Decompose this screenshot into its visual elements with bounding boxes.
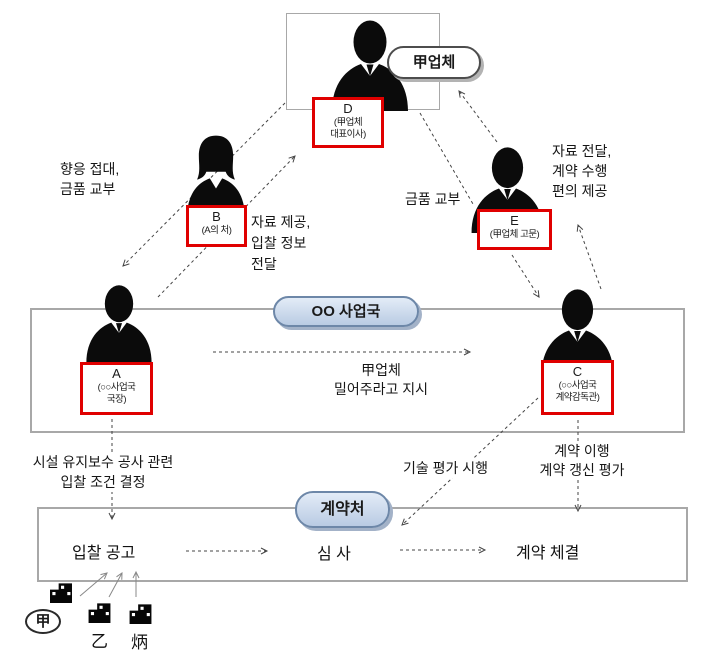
contract-dept-oval-label: 계약처 <box>320 501 365 518</box>
person-b-label-box: B (A의 처) <box>186 205 247 247</box>
step-screening: 심 사 <box>317 546 351 563</box>
arrow-bidder2-to-bid <box>108 572 123 598</box>
person-a-role-2: 국장) <box>106 393 127 405</box>
person-a-role-1: (○○사업국 <box>97 382 136 393</box>
arrow-e-to-c <box>511 254 540 298</box>
label-provide-info: 자료 제공, 입찰 정보 전달 <box>251 214 311 272</box>
bidder-byeong-label: 炳 <box>131 633 148 652</box>
contract-dept-oval: 계약처 <box>295 491 390 528</box>
bidder-eul-label: 乙 <box>91 632 108 651</box>
building-byeong-icon <box>128 602 153 624</box>
person-c-role-1: (○○사업국 <box>558 380 597 391</box>
person-c-id: C <box>572 364 583 379</box>
person-a-id: A <box>112 366 121 381</box>
person-e-role-1: (甲업체 고문) <box>489 229 540 240</box>
arrow-c-to-e <box>576 223 602 290</box>
person-d-role-1: (甲업체 <box>333 117 363 128</box>
person-b-id: B <box>212 209 221 224</box>
arrow-e-to-company <box>458 90 498 143</box>
step-bid-notice: 입찰 공고 <box>72 545 136 562</box>
person-d-role-2: 대표이사) <box>330 128 366 140</box>
bidder-gap-label: 甲 <box>25 609 61 634</box>
label-contract-eval: 계약 이행 계약 갱신 평가 <box>527 442 637 480</box>
company-oval: 甲업체 <box>387 46 481 79</box>
dept-oval-label: OO 사업국 <box>311 303 381 320</box>
person-d-id: D <box>343 101 353 116</box>
person-c-role-2: 계약감독관) <box>555 391 600 403</box>
person-a-silhouette <box>76 284 162 363</box>
person-d-label-box: D (甲업체 대표이사) <box>312 97 384 148</box>
person-a-label-box: A (○○사업국 국장) <box>80 362 153 415</box>
person-b-role-1: (A의 처) <box>201 225 232 236</box>
person-c-label-box: C (○○사업국 계약감독관) <box>541 360 614 415</box>
label-push: 甲업체 밀어주라고 지시 <box>333 362 429 397</box>
person-e-label-box: E (甲업체 고문) <box>477 209 552 250</box>
building-eul-icon <box>87 601 112 623</box>
label-deliver: 자료 전달, 계약 수행 편의 제공 <box>552 143 612 199</box>
arrow-c-to-screening <box>401 397 539 526</box>
company-oval-label: 甲업체 <box>412 54 456 71</box>
label-bid-condition: 시설 유지보수 공사 관련 입찰 조건 결정 <box>14 452 192 492</box>
label-tech-eval: 기술 평가 시행 <box>401 458 491 478</box>
dept-oval: OO 사업국 <box>273 296 419 327</box>
arrow-bidder1-to-bid <box>79 572 108 597</box>
person-e-id: E <box>510 213 519 228</box>
step-contract-signing: 계약 체결 <box>516 545 580 562</box>
person-b-silhouette <box>172 133 260 214</box>
building-gap-icon <box>48 581 74 603</box>
label-bribe: 금품 교부 <box>403 189 463 209</box>
label-entertain: 향응 접대, 금품 교부 <box>60 161 120 197</box>
